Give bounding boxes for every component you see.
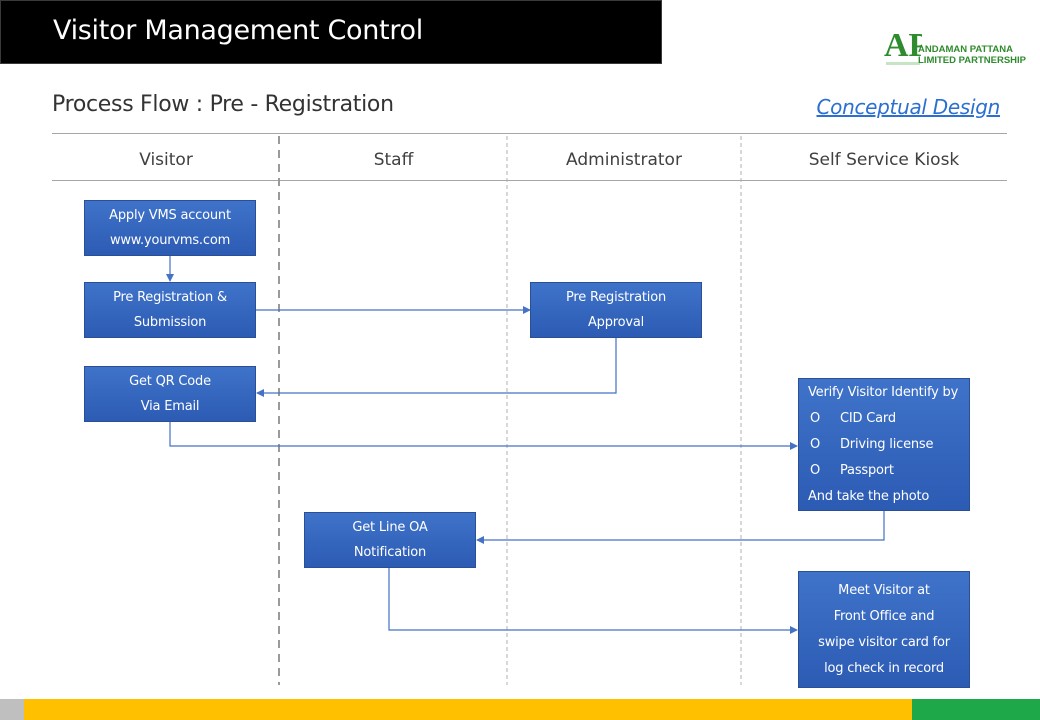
logo-line-2: LIMITED PARTNERSHIP [918,55,1027,66]
node-text-line: swipe visitor card for [818,634,950,650]
footer-bar-gray [0,699,24,720]
lane-header-administrator: Administrator [566,150,682,170]
node-text-line: Submission [133,315,207,330]
verify-item-label: Passport [840,462,894,478]
company-logo: AP ANDAMAN PATTANA LIMITED PARTNERSHIP [884,26,1029,76]
node-text-line: Pre Registration & [113,290,227,305]
node-text-line: Front Office and [833,608,935,624]
node-text-line: Verify Visitor Identify by [808,384,959,400]
arrow-qr-to-verify [169,421,798,450]
footer-bar-yellow [24,699,912,720]
lane-header-self-service-kiosk: Self Service Kiosk [808,150,960,170]
node-get-qr-code: Get QR Code Via Email [84,366,256,422]
lane-header-top-divider [52,133,1007,134]
arrow-approval-to-qr [256,337,617,397]
verify-item-label: Driving license [840,436,934,452]
node-text-line: Notification [353,545,427,560]
logo-line-1: ANDAMAN PATTANA [918,44,1013,55]
node-text-line: Get QR Code [129,374,211,389]
node-text-line: Pre Registration [566,290,666,305]
node-text-line: www.yourvms.com [109,233,231,248]
arrow-verify-to-lineoa [476,510,885,544]
node-apply-vms-account: Apply VMS account www.yourvms.com [84,200,256,256]
node-verify-visitor-identity: Verify Visitor Identify by O CID Card O Dr… [798,378,970,511]
verify-item-passport: O Passport [808,458,969,484]
bullet-circle-icon: O [810,462,821,478]
footer-bar-green [912,699,1040,720]
verify-item-label: CID Card [840,410,896,426]
logo-monogram: AP [884,27,922,64]
node-text-line: Get Line OA [352,520,428,535]
process-flow-title: Process Flow : Pre - Registration [52,92,394,117]
node-get-line-oa-notification: Get Line OA Notification [304,512,476,568]
verify-item-cid-card: O CID Card [808,406,969,432]
title-bar: Visitor Management Control [0,0,662,64]
verify-item-driving-license: O Driving license [808,432,969,458]
bullet-circle-icon: O [810,410,821,426]
lane-header-visitor: Visitor [139,150,193,170]
node-text-line: Apply VMS account [109,208,231,223]
node-text-line: Via Email [140,399,200,414]
node-pre-registration-approval: Pre Registration Approval [530,282,702,338]
page-title: Visitor Management Control [53,15,423,46]
ap-logo-icon: AP [884,27,922,65]
node-text-line: Meet Visitor at [838,582,930,598]
node-text-line: log check in record [824,660,944,676]
node-text-line: And take the photo [808,488,930,504]
node-pre-registration-submission: Pre Registration & Submission [84,282,256,338]
node-meet-visitor-front-office: Meet Visitor at Front Office and swipe v… [798,571,970,688]
lane-header-bottom-divider [52,180,1007,181]
node-text-line: Approval [587,315,645,330]
arrow-lineoa-to-meet [388,567,798,634]
bullet-circle-icon: O [810,436,821,452]
lane-header-staff: Staff [373,150,414,170]
conceptual-design-link[interactable]: Conceptual Design [816,95,1000,119]
